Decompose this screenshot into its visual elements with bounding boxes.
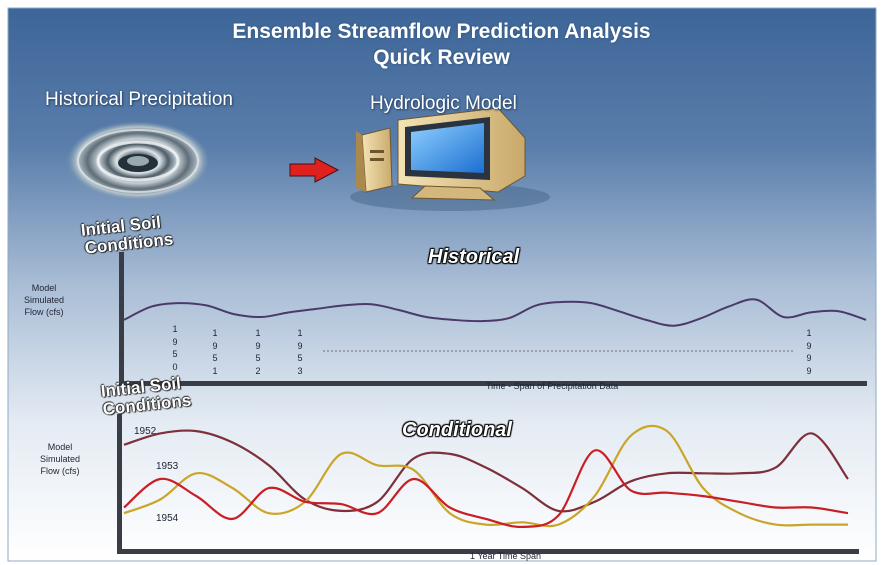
ylabel-line-1: Model <box>31 283 57 293</box>
conditional-section-title: Conditional <box>402 419 512 441</box>
ylabel-line-2: Simulated <box>23 295 65 305</box>
desktop-computer-icon <box>350 107 550 211</box>
historical-chart-plot <box>123 298 867 327</box>
series-line-1953 <box>123 424 848 528</box>
series-label-1952: 1952 <box>134 426 157 437</box>
historical-precipitation-heading: Historical Precipitation <box>45 89 233 110</box>
hydrologic-model-heading: Hydrologic Model <box>370 93 517 114</box>
conditional-y-axis-label: Model Simulated Flow (cfs) <box>30 441 90 477</box>
ylabel-line-2b: Simulated <box>39 454 81 464</box>
red-right-arrow-icon <box>289 157 340 183</box>
ylabel-line-1b: Model <box>47 442 73 452</box>
water-drop-ripple-image <box>66 121 210 201</box>
historical-y-axis-label: Model Simulated Flow (cfs) <box>14 282 74 318</box>
title-line-1: Ensemble Streamflow Prediction Analysis <box>232 20 651 43</box>
historical-flow-line <box>123 298 867 327</box>
series-label-1953: 1953 <box>156 461 179 472</box>
historical-x-axis-label: Time - Span of Precipitation Data <box>486 381 619 391</box>
conditional-x-axis-label: 1 Year Time Span <box>470 551 542 561</box>
title-line-2: Quick Review <box>373 46 510 69</box>
ylabel-line-3b: Flow (cfs) <box>40 466 80 476</box>
series-label-1954: 1954 <box>156 513 179 524</box>
conditional-chart-plot <box>123 424 849 529</box>
series-line-1954 <box>123 449 849 529</box>
ylabel-line-3: Flow (cfs) <box>24 307 64 317</box>
series-line-1952 <box>123 429 849 513</box>
conditional-chart-axes <box>117 414 859 554</box>
historical-chart-axes <box>119 252 867 386</box>
historical-section-title: Historical <box>428 246 520 268</box>
